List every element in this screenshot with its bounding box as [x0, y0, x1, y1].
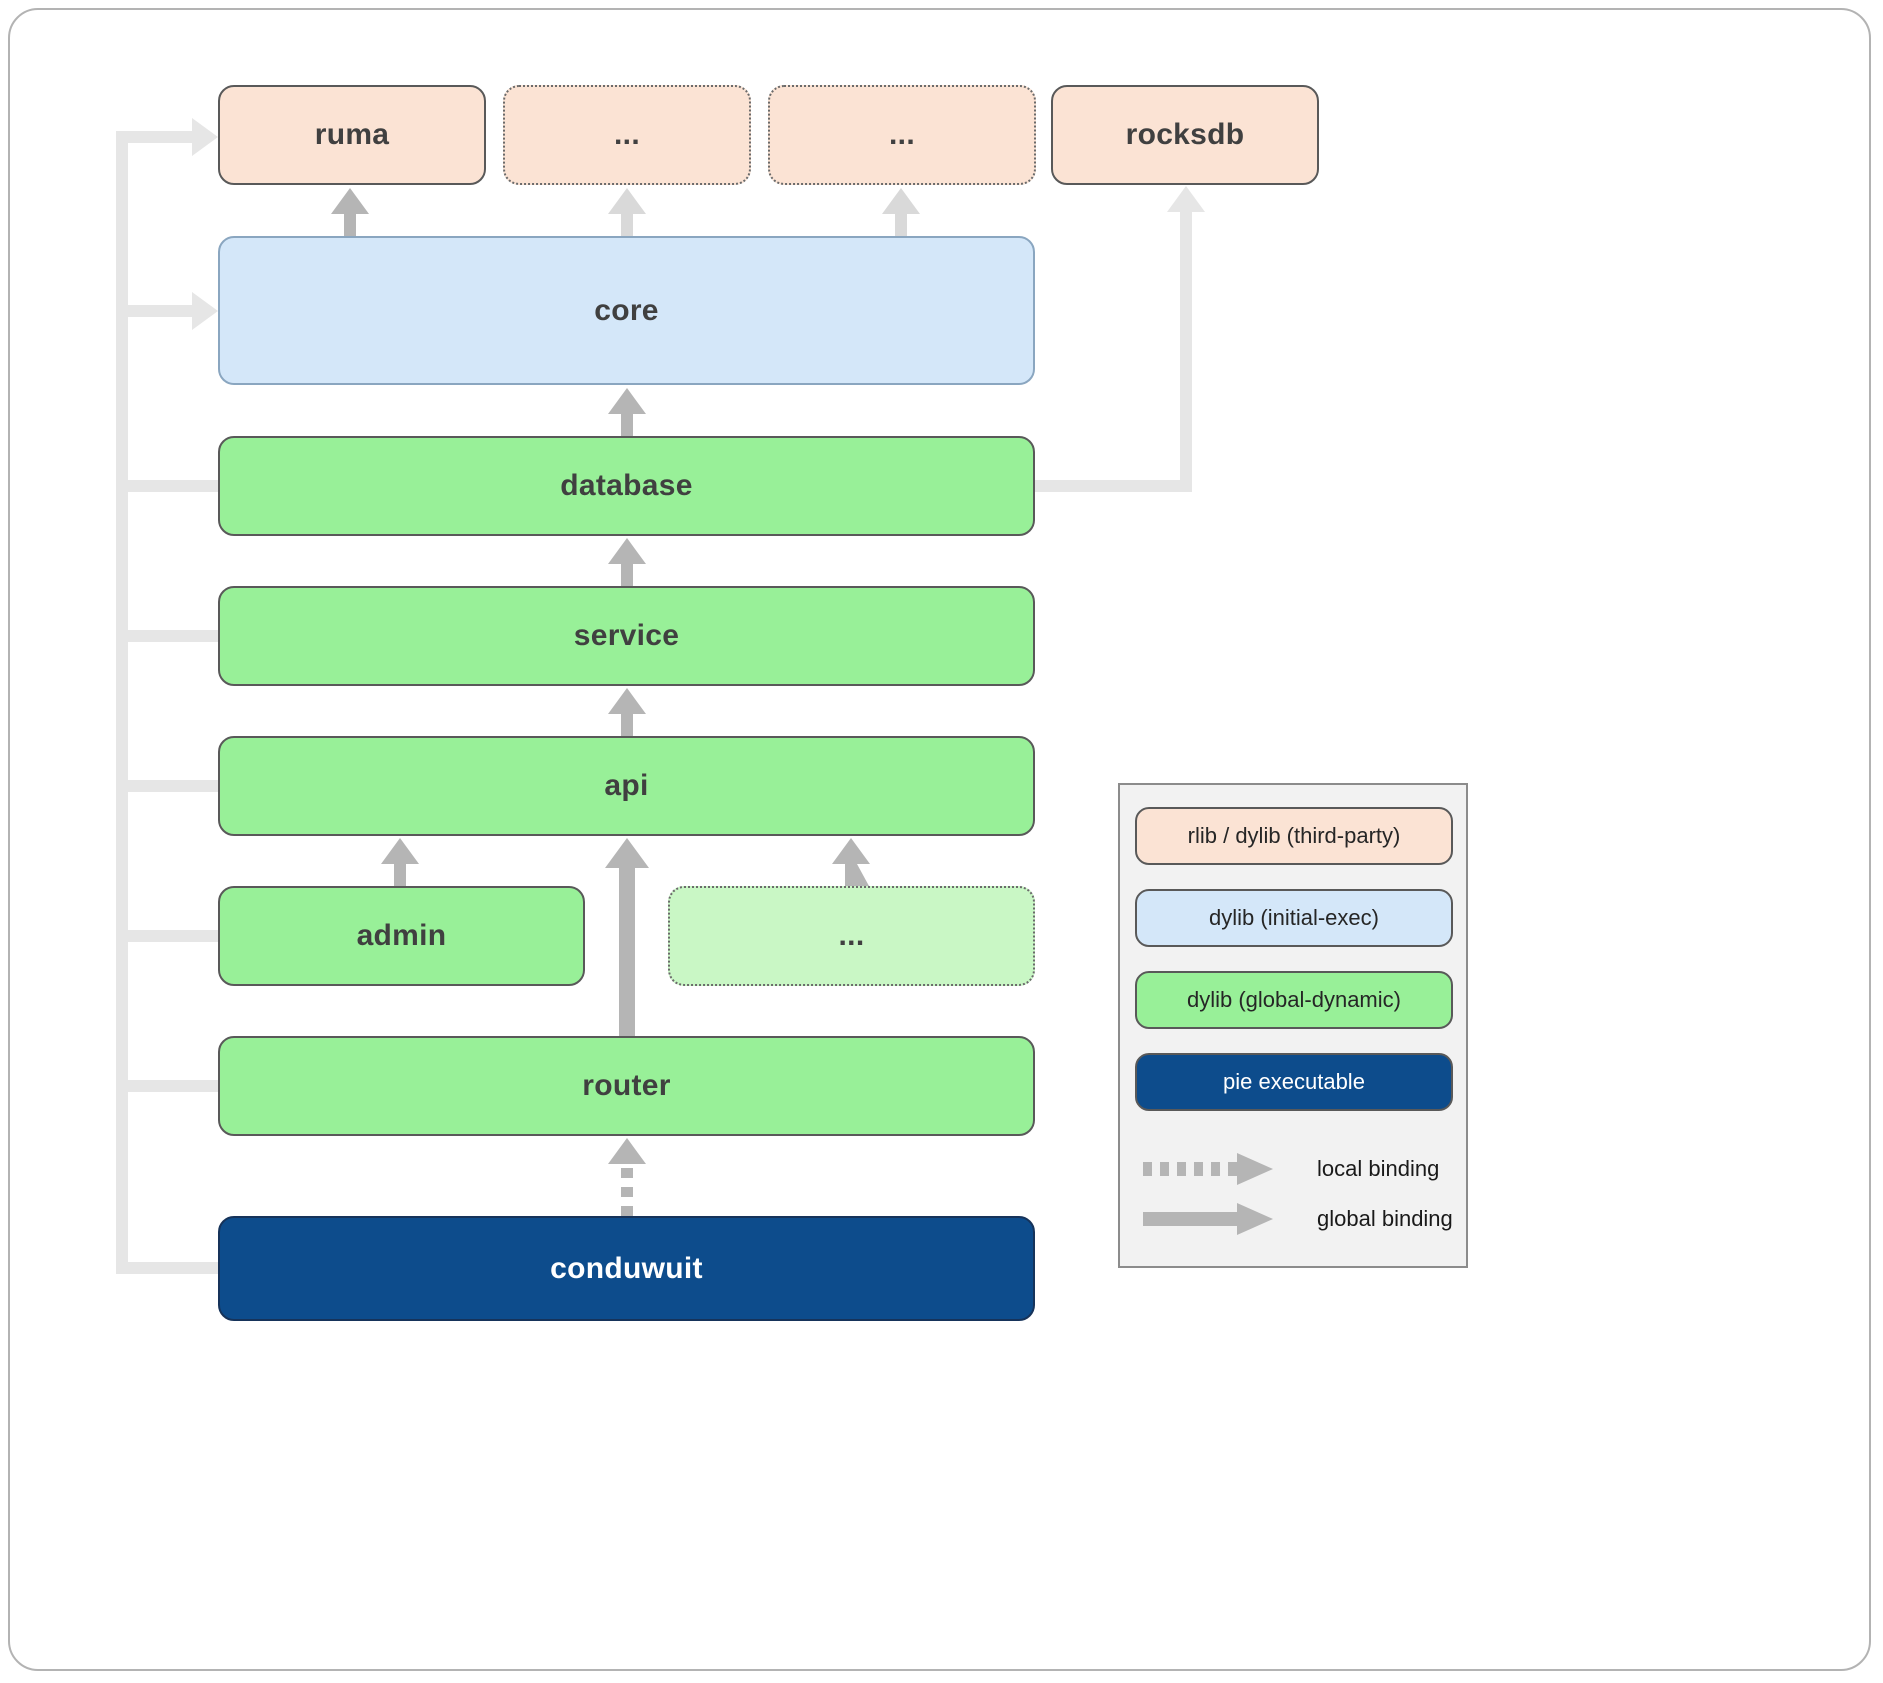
global-binding-arrow-icon	[1143, 1203, 1273, 1235]
edge-database-rocksdb	[1035, 210, 1192, 492]
edge-core-dots-right	[882, 188, 920, 236]
arrowhead-bus-ruma	[192, 118, 218, 156]
edge-core-dots-left	[608, 188, 646, 236]
node-admin: admin	[218, 886, 585, 986]
edge-service-database	[608, 538, 646, 586]
legend-third-party: rlib / dylib (third-party)	[1135, 807, 1453, 865]
node-ruma: ruma	[218, 85, 486, 185]
edge-conduwuit-libs-bus	[116, 131, 220, 1274]
node-ellipsis-third-party-2: ...	[768, 85, 1036, 185]
node-ellipsis-third-party-1: ...	[503, 85, 751, 185]
legend-global-dynamic: dylib (global-dynamic)	[1135, 971, 1453, 1029]
edge-dots-api	[832, 838, 870, 886]
node-service: service	[218, 586, 1035, 686]
node-router: router	[218, 1036, 1035, 1136]
node-ellipsis-dylib: ...	[668, 886, 1035, 986]
legend-global-binding: global binding	[1135, 1199, 1455, 1239]
legend: rlib / dylib (third-party) dylib (initia…	[1118, 783, 1468, 1268]
edge-admin-api	[381, 838, 419, 886]
arrowhead-bus-core	[192, 292, 218, 330]
arrowhead-conduwuit-router	[608, 1138, 646, 1164]
legend-initial-exec: dylib (initial-exec)	[1135, 889, 1453, 947]
node-core: core	[218, 236, 1035, 385]
node-api: api	[218, 736, 1035, 836]
legend-local-binding: local binding	[1135, 1149, 1455, 1189]
diagram-frame	[8, 8, 1871, 1671]
local-binding-arrow-icon	[1143, 1153, 1273, 1185]
node-conduwuit: conduwuit	[218, 1216, 1035, 1321]
global-binding-label: global binding	[1317, 1206, 1453, 1231]
local-binding-label: local binding	[1317, 1156, 1440, 1181]
edge-api-service	[608, 688, 646, 736]
node-rocksdb: rocksdb	[1051, 85, 1319, 185]
edge-router-api	[605, 838, 649, 1036]
edge-database-core	[608, 388, 646, 436]
node-database: database	[218, 436, 1035, 536]
legend-pie-executable: pie executable	[1135, 1053, 1453, 1111]
edge-core-ruma	[331, 188, 369, 236]
arrowhead-rocksdb	[1167, 186, 1205, 212]
